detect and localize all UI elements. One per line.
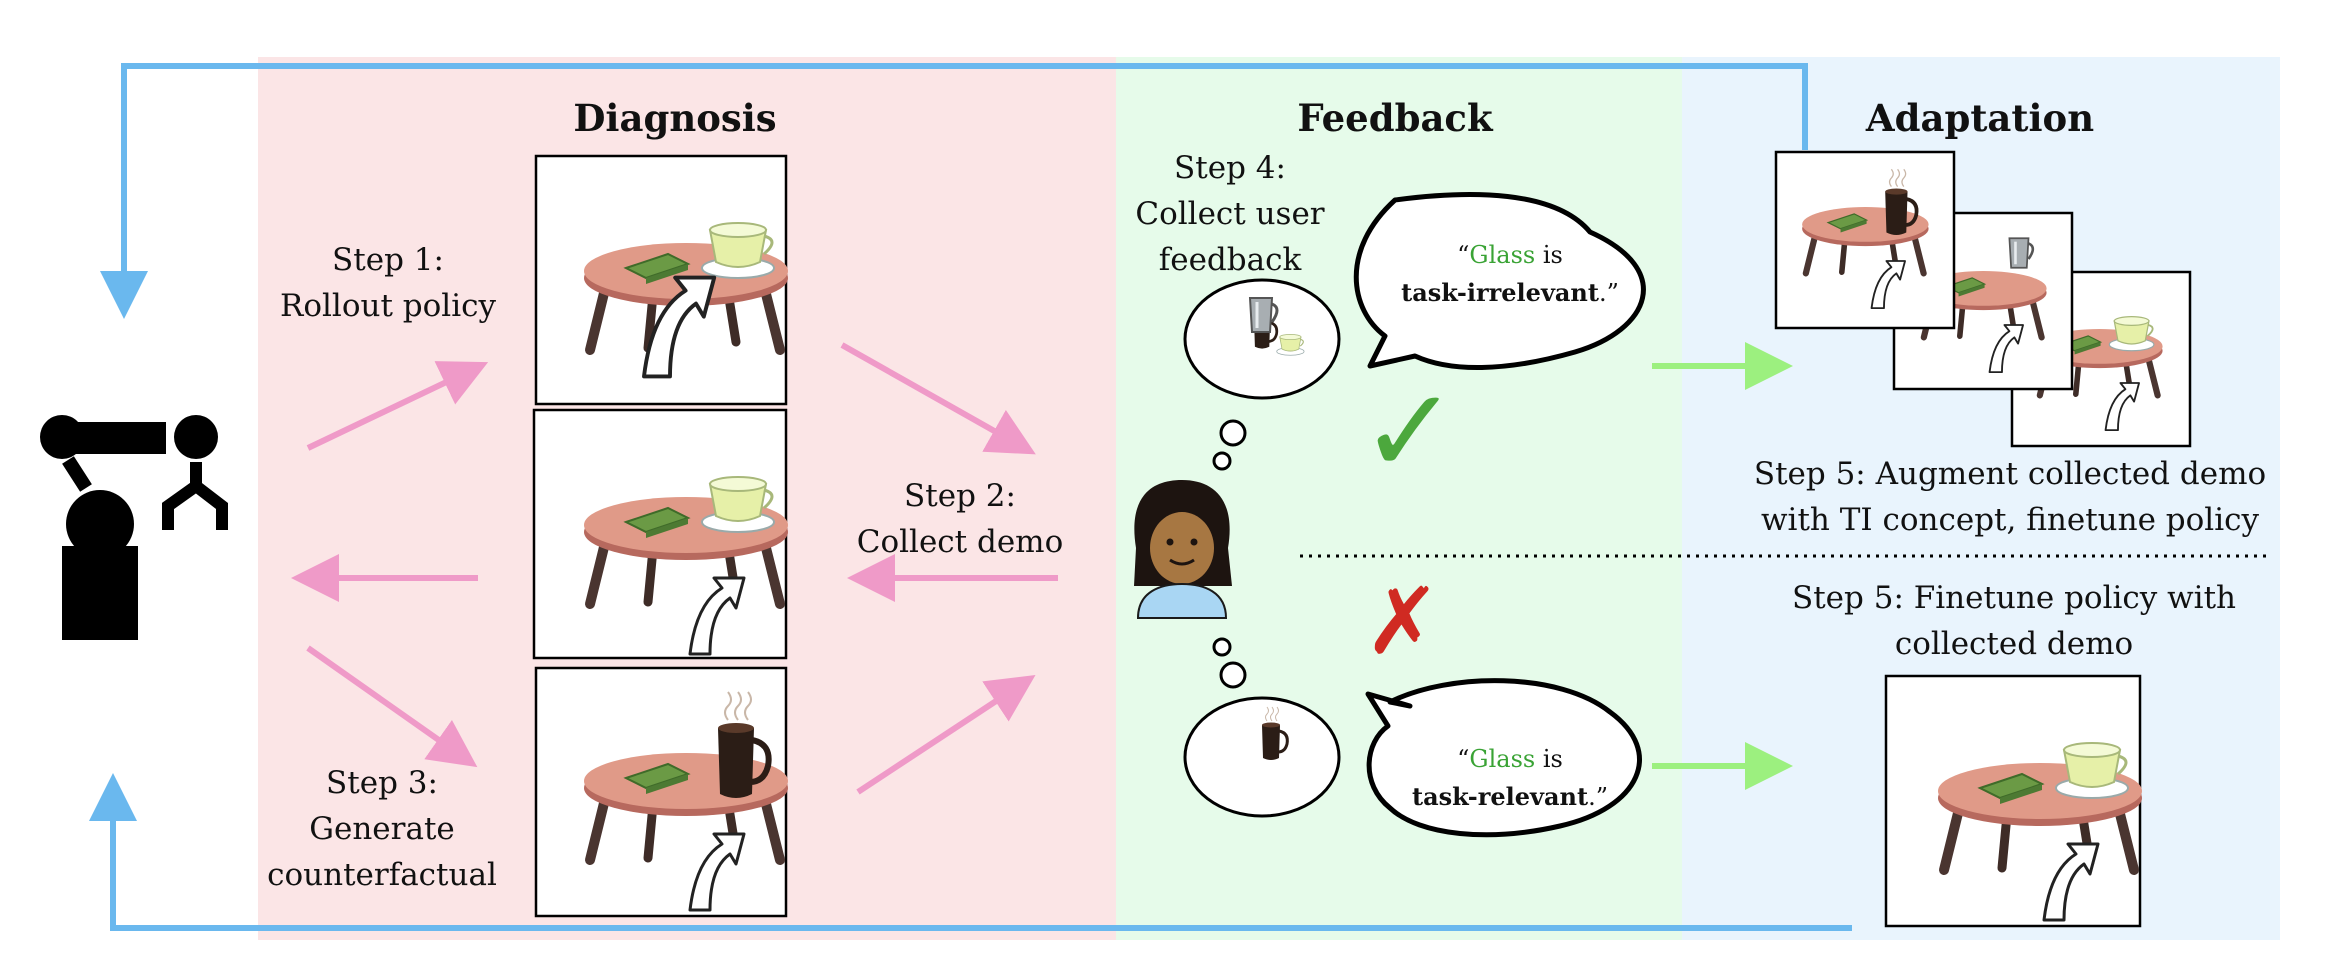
arrow-robot-to-rollout bbox=[306, 361, 489, 451]
loop-top-line bbox=[100, 63, 1808, 319]
speech-bubble-bottom bbox=[1365, 678, 1642, 838]
glass-word: Glass bbox=[1469, 241, 1536, 269]
check-icon: ✓ bbox=[1360, 362, 1459, 500]
robot-icon bbox=[40, 415, 228, 640]
cross-icon: ✗ bbox=[1364, 568, 1442, 675]
thought-bubble-bottom bbox=[1183, 696, 1341, 818]
step2-label: Step 2:Collect demo bbox=[856, 478, 1064, 560]
arrow-robot-to-counterfactual bbox=[306, 645, 478, 768]
speech-bubble-top bbox=[1353, 192, 1646, 371]
loop-bottom-line bbox=[89, 773, 1852, 931]
quote-bottom: “Glass is task-relevant.” bbox=[1411, 745, 1608, 811]
adaptation-title: Adaptation bbox=[1865, 96, 2095, 140]
arrow-counterfactual-to-user bbox=[856, 675, 1036, 795]
step1-label: Step 1:Rollout policy bbox=[280, 242, 496, 324]
diagnosis-title: Diagnosis bbox=[573, 96, 777, 140]
user-avatar-icon bbox=[1134, 480, 1232, 619]
feedback-title: Feedback bbox=[1297, 96, 1493, 140]
quote-top: “Glass is task-irrelevant.” bbox=[1401, 241, 1619, 307]
arrow-rollout-to-user bbox=[840, 342, 1036, 455]
glass-word: Glass bbox=[1469, 745, 1536, 773]
